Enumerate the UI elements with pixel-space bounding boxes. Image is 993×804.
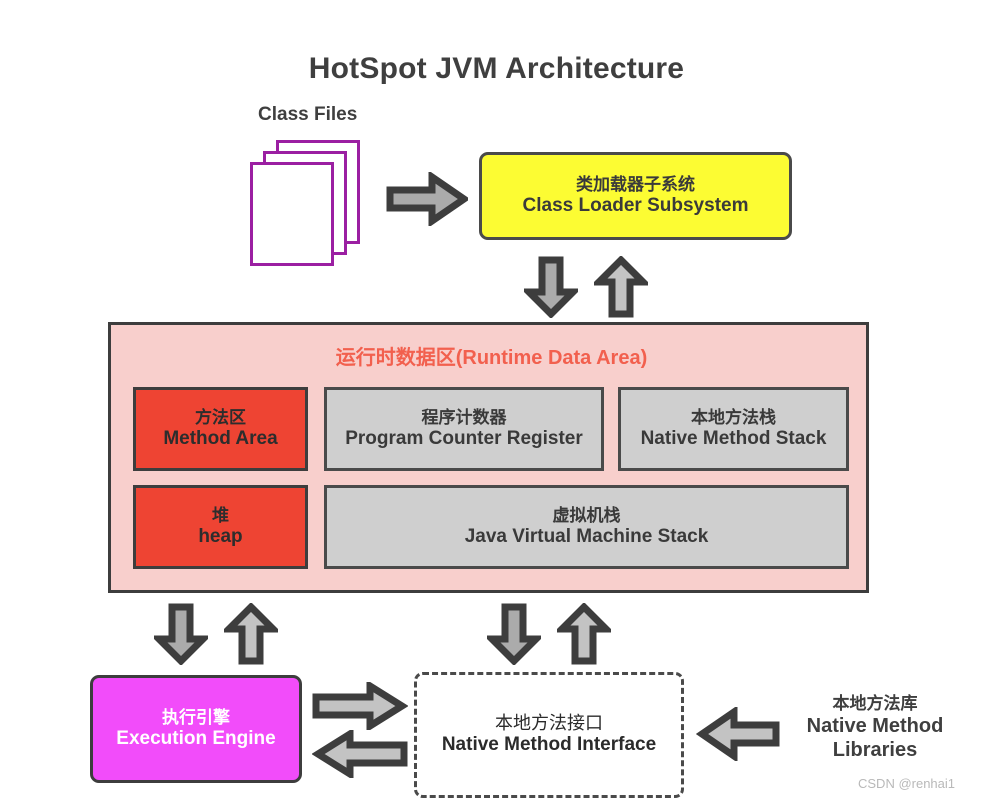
class-loader-subsystem-box[interactable]: 类加载器子系统 Class Loader Subsystem	[479, 152, 792, 240]
pc-register-en-label: Program Counter Register	[345, 427, 583, 449]
native-method-libraries-cn-label: 本地方法库	[832, 694, 918, 713]
native-method-stack-en-label: Native Method Stack	[640, 427, 827, 449]
runtime-data-area-title: 运行时数据区(Runtime Data Area)	[335, 347, 648, 369]
class-file-page-icon	[250, 162, 334, 266]
native-method-stack-box[interactable]: 本地方法栈 Native Method Stack	[618, 387, 849, 471]
page-title: HotSpot JVM Architecture	[308, 52, 685, 85]
class-loader-en-label: Class Loader Subsystem	[522, 194, 749, 216]
native-method-interface-en-label: Native Method Interface	[441, 734, 657, 756]
native-method-stack-cn-label: 本地方法栈	[691, 407, 776, 427]
arrow-down-runtime-to-execution-engine	[154, 603, 208, 665]
heap-en-label: heap	[198, 525, 243, 547]
watermark: CSDN @renhai1	[858, 776, 956, 791]
program-counter-register-box[interactable]: 程序计数器 Program Counter Register	[324, 387, 604, 471]
arrow-left-native-interface-to-execution-engine	[312, 730, 408, 778]
class-files-label: Class Files	[258, 104, 358, 125]
arrow-right-execution-engine-to-native-interface	[312, 682, 408, 730]
execution-engine-box[interactable]: 执行引擎 Execution Engine	[90, 675, 302, 783]
execution-engine-cn-label: 执行引擎	[162, 707, 230, 727]
jvm-stack-cn-label: 虚拟机栈	[552, 505, 621, 525]
pc-register-cn-label: 程序计数器	[421, 407, 507, 427]
method-area-en-label: Method Area	[163, 427, 278, 449]
heap-box[interactable]: 堆 heap	[133, 485, 308, 569]
arrow-up-runtime-to-loader	[594, 256, 648, 318]
native-method-libraries-en-line2: Libraries	[832, 739, 918, 762]
arrow-left-native-libraries-to-interface	[696, 707, 780, 761]
jvm-stack-en-label: Java Virtual Machine Stack	[464, 525, 709, 547]
arrow-down-runtime-to-native-interface	[487, 603, 541, 665]
execution-engine-en-label: Execution Engine	[116, 727, 276, 749]
heap-cn-label: 堆	[212, 505, 229, 525]
java-virtual-machine-stack-box[interactable]: 虚拟机栈 Java Virtual Machine Stack	[324, 485, 849, 569]
native-method-interface-cn-label: 本地方法接口	[495, 713, 603, 734]
native-method-interface-box[interactable]: 本地方法接口 Native Method Interface	[414, 672, 684, 798]
arrow-up-execution-engine-to-runtime	[224, 603, 278, 665]
class-loader-cn-label: 类加载器子系统	[576, 174, 695, 194]
method-area-box[interactable]: 方法区 Method Area	[133, 387, 308, 471]
method-area-cn-label: 方法区	[195, 407, 246, 427]
runtime-data-area-container: 运行时数据区(Runtime Data Area) 方法区 Method Are…	[108, 322, 869, 593]
class-files-stack-icon	[250, 140, 380, 270]
native-method-libraries-en-line1: Native Method	[806, 715, 944, 738]
arrow-down-loader-to-runtime	[524, 256, 578, 318]
native-method-libraries-label: 本地方法库 Native Method Libraries	[780, 694, 970, 762]
arrow-right-class-files-to-loader	[386, 172, 468, 226]
arrow-up-native-interface-to-runtime	[557, 603, 611, 665]
